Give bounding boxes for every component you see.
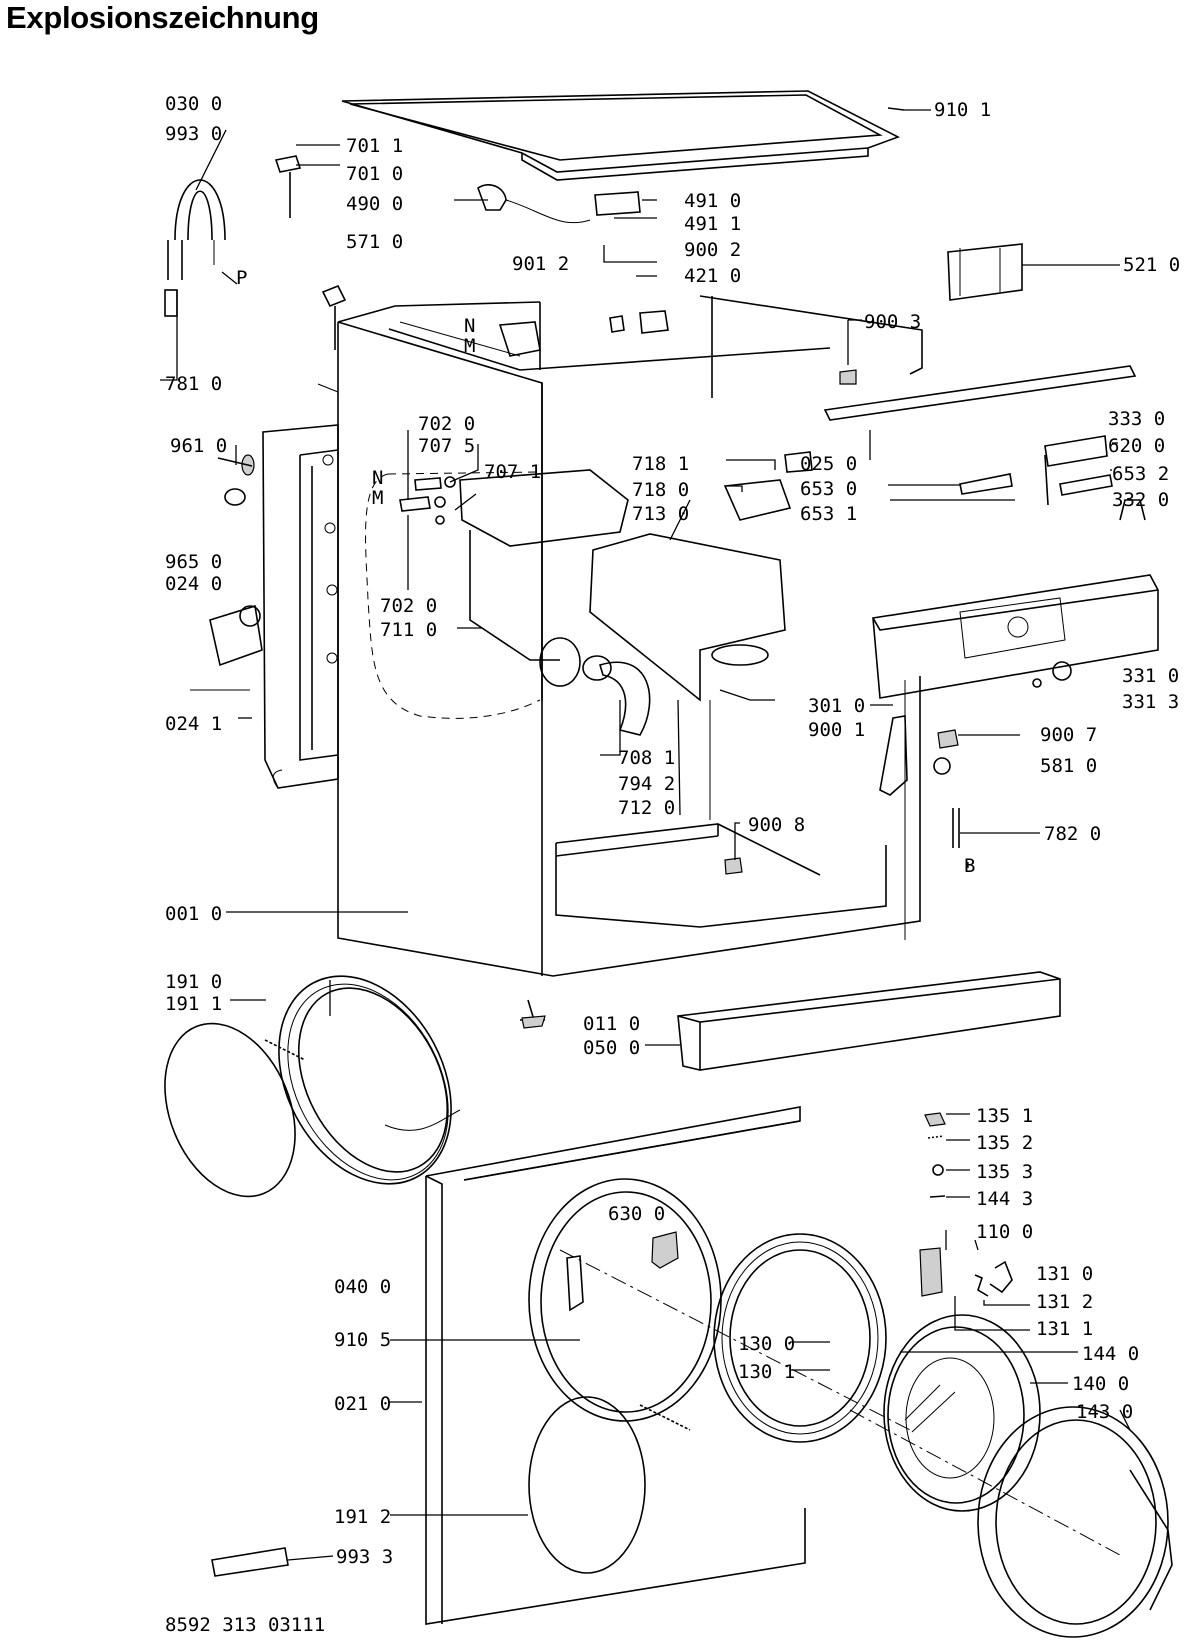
part-label: 900 7 [1040,724,1097,746]
part-label: 143 0 [1076,1401,1133,1423]
part-label: 712 0 [618,797,675,819]
part-label: 713 0 [632,503,689,525]
part-label: 782 0 [1044,823,1101,845]
part-label: 024 0 [165,573,222,595]
part-label: 707 1 [484,461,541,483]
cabinet-drawing [164,90,1173,1638]
part-label: 333 0 [1108,408,1165,430]
part-label: 050 0 [583,1037,640,1059]
part-label: 144 0 [1082,1343,1139,1365]
part-label: 110 0 [976,1221,1033,1243]
reference-markers: P B N M N M [236,267,975,877]
part-label: 708 1 [618,747,675,769]
part-label: 620 0 [1108,435,1165,457]
part-label: 702 0 [418,413,475,435]
part-label: 910 1 [934,99,991,121]
part-label: 135 2 [976,1132,1033,1154]
part-label: 135 3 [976,1161,1033,1183]
part-label: 191 1 [165,993,222,1015]
part-label: 707 5 [418,435,475,457]
part-label: 901 2 [512,253,569,275]
part-label: 900 2 [684,239,741,261]
marker-b: B [964,855,975,877]
part-label: 131 1 [1036,1318,1093,1340]
part-label: 021 0 [334,1393,391,1415]
part-label: 701 0 [346,163,403,185]
part-label: 900 3 [864,311,921,333]
part-label: 701 1 [346,135,403,157]
part-label: 332 0 [1112,489,1169,511]
part-label: 491 0 [684,190,741,212]
part-label: 653 0 [800,478,857,500]
part-label: 144 3 [976,1188,1033,1210]
part-label: 630 0 [608,1203,665,1225]
document-number: 8592 313 03111 [165,1614,325,1636]
part-label: 130 1 [738,1361,795,1383]
part-label: 702 0 [380,595,437,617]
marker-m-valve: M [464,335,475,357]
part-label: 030 0 [165,93,222,115]
part-label: 965 0 [165,551,222,573]
leader-lines [160,109,1131,1561]
part-label: 571 0 [346,231,403,253]
part-label: 900 8 [748,814,805,836]
part-label: 025 0 [800,453,857,475]
part-label: 653 1 [800,503,857,525]
part-label: 301 0 [808,695,865,717]
part-label: 993 3 [336,1546,393,1568]
marker-n-plug: N [372,467,383,489]
part-label: 653 2 [1112,463,1169,485]
marker-p: P [236,267,247,289]
part-label: 331 3 [1122,691,1179,713]
part-label: 131 0 [1036,1263,1093,1285]
part-label: 191 0 [165,971,222,993]
part-label: 421 0 [684,265,741,287]
part-label: 040 0 [334,1276,391,1298]
part-label: 718 1 [632,453,689,475]
part-labels: 030 0 993 0 701 1 701 0 490 0 571 0 491 … [165,93,1180,1568]
part-label: 711 0 [380,619,437,641]
part-label: 191 2 [334,1506,391,1528]
page-title: Explosionszeichnung [6,0,319,35]
part-label: 993 0 [165,123,222,145]
part-label: 140 0 [1072,1373,1129,1395]
part-label: 581 0 [1040,755,1097,777]
part-label: 024 1 [165,713,222,735]
part-label: 135 1 [976,1105,1033,1127]
marker-n-valve: N [464,315,475,337]
part-label: 130 0 [738,1333,795,1355]
part-label: 490 0 [346,193,403,215]
part-label: 781 0 [165,373,222,395]
part-label: 331 0 [1122,665,1179,687]
part-label: 910 5 [334,1329,391,1351]
part-label: 794 2 [618,773,675,795]
part-label: 961 0 [170,435,227,457]
part-label: 718 0 [632,479,689,501]
part-label: 131 2 [1036,1291,1093,1313]
part-label: 491 1 [684,213,741,235]
part-label: 521 0 [1123,254,1180,276]
part-label: 011 0 [583,1013,640,1035]
part-label: 900 1 [808,719,865,741]
marker-m-plug: M [372,487,383,509]
part-label: 001 0 [165,903,222,925]
